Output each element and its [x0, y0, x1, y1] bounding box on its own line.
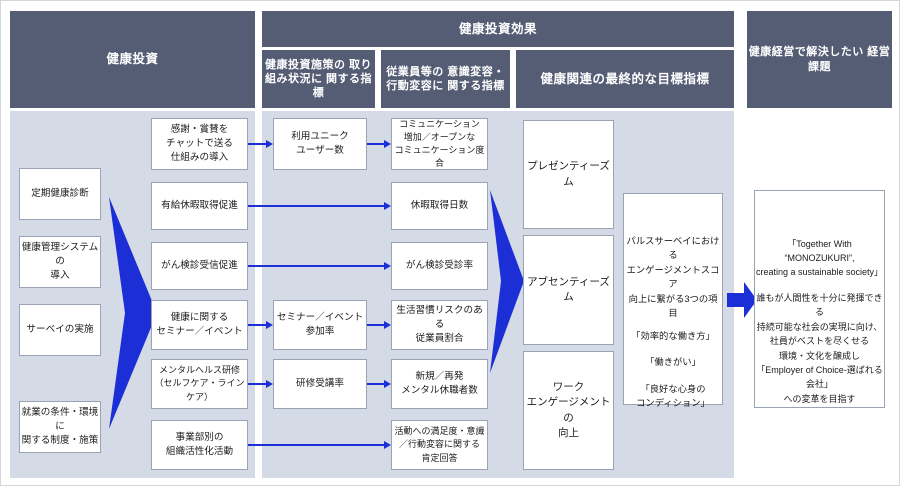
header-investment: 健康投資: [10, 11, 255, 108]
goal-item-1: アブセンティーズム: [523, 235, 614, 345]
behavior-item-0: コミュニケーション 増加／オープンな コミュニケーション度合: [391, 118, 488, 170]
measure-item-2: がん検診受信促進: [151, 242, 248, 290]
behavior-item-4: 新規／再発 メンタル休職者数: [391, 359, 488, 409]
arrowhead-measure4-kpi2: [266, 379, 273, 388]
investment-item-0: 定期健康診断: [19, 168, 101, 220]
connector-measure5-behavior5: [248, 444, 384, 446]
block-arrow-to-vision: [727, 282, 757, 318]
chevron-arrow-investment: [109, 197, 157, 429]
measure-item-0: 感謝・賞賛を チャットで送る 仕組みの導入: [151, 118, 248, 170]
arrowhead-measure3-kpi1: [266, 320, 273, 329]
arrowhead-kpi0-behavior0: [384, 139, 391, 148]
arrowhead-measure1-behavior1: [384, 201, 391, 210]
header-measures: 健康投資施策の 取り組み状況に 関する指標: [262, 50, 375, 108]
header-effect: 健康投資効果: [262, 11, 734, 47]
connector-measure4-kpi2: [248, 383, 266, 385]
behavior-item-2: がん検診受診率: [391, 242, 488, 290]
vision-body: 誰もが人間性を十分に発揮できる 持続可能な社会の実現に向け、 社員がベストを尽く…: [756, 293, 883, 404]
arrowhead-measure0-kpi0: [266, 139, 273, 148]
vision-box: 「Together With “MONOZUKURI”, creating a …: [754, 190, 885, 408]
header-behavior: 従業員等の 意識変容・行動変容に 関する指標: [381, 50, 510, 108]
behavior-item-3: 生活習慣リスクのある 従業員割合: [391, 300, 488, 350]
connector-measure2-behavior2: [248, 265, 384, 267]
header-issue: 健康経営で解決したい 経営課題: [747, 11, 892, 108]
arrowhead-measure2-behavior2: [384, 261, 391, 270]
kpi-item-2: 研修受講率: [273, 359, 367, 409]
goal-item-0: プレゼンティーズム: [523, 120, 614, 229]
investment-item-2: サーベイの実施: [19, 304, 101, 356]
pulse-survey-items: 「効率的な働き方」 「働きがい」 「良好な心身の コンディション」: [631, 330, 715, 408]
arrowhead-measure5-behavior5: [384, 440, 391, 449]
pulse-survey-box: パルスサーベイにおける エンゲージメントスコア 向上に繋がる3つの項目 「効率的…: [623, 193, 723, 408]
investment-item-1: 健康管理システムの 導入: [19, 236, 101, 288]
kpi-item-1: セミナー／イベント 参加率: [273, 300, 367, 350]
arrowhead-kpi2-behavior4: [384, 379, 391, 388]
header-final-goal: 健康関連の最終的な目標指標: [516, 50, 734, 108]
behavior-item-1: 休暇取得日数: [391, 182, 488, 230]
kpi-item-0: 利用ユニーク ユーザー数: [273, 118, 367, 170]
connector-kpi1-behavior3: [367, 324, 384, 326]
connector-kpi0-behavior0: [367, 143, 384, 145]
pulse-survey-lead: パルスサーベイにおける エンゲージメントスコア 向上に繋がる3つの項目: [626, 236, 720, 319]
behavior-item-5: 活動への満足度・意識 ／行動変容に関する 肯定回答: [391, 420, 488, 470]
goal-item-2: ワーク エンゲージメントの 向上: [523, 351, 614, 470]
measure-item-5: 事業部別の 組織活性化活動: [151, 420, 248, 470]
connector-measure0-kpi0: [248, 143, 266, 145]
connector-kpi2-behavior4: [367, 383, 384, 385]
investment-item-3: 就業の条件・環境に 関する制度・施策: [19, 401, 101, 453]
measure-item-3: 健康に関する セミナー／イベント: [151, 300, 248, 350]
measure-item-1: 有給休暇取得促進: [151, 182, 248, 230]
chevron-arrow-behavior: [490, 190, 524, 373]
connector-measure1-behavior1: [248, 205, 384, 207]
arrowhead-kpi1-behavior3: [384, 320, 391, 329]
measure-item-4: メンタルヘルス研修 （セルフケア・ラインケア）: [151, 359, 248, 409]
vision-headline: 「Together With “MONOZUKURI”, creating a …: [755, 239, 884, 278]
connector-measure3-kpi1: [248, 324, 266, 326]
